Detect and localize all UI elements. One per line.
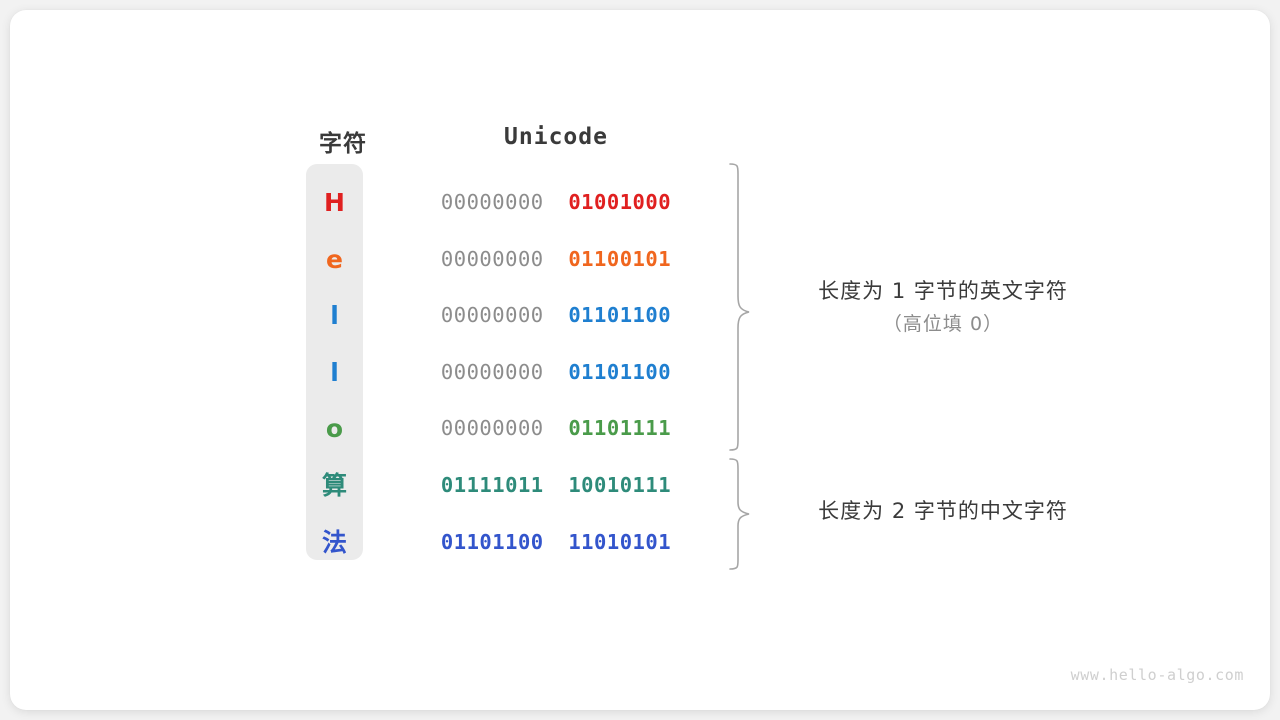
- row-unicode-bytes: 00000000 01101100: [416, 344, 696, 401]
- high-byte: 01101100: [440, 529, 544, 554]
- annotation-ascii-main: 长度为 1 字节的英文字符: [818, 279, 1068, 303]
- row-character: l: [330, 357, 339, 387]
- brace-ascii: [729, 163, 750, 451]
- low-byte: 01101100: [568, 359, 672, 384]
- site-watermark: www.hello-algo.com: [1070, 666, 1244, 684]
- high-byte: 00000000: [440, 416, 544, 441]
- low-byte: 01101111: [568, 416, 672, 441]
- row-character: e: [326, 244, 343, 274]
- low-byte: 11010101: [568, 529, 672, 554]
- byte-separator: [544, 247, 569, 271]
- byte-separator: [544, 190, 569, 214]
- row-unicode-bytes: 00000000 01101100: [416, 287, 696, 344]
- row-character: 算: [321, 471, 347, 500]
- high-byte: 00000000: [440, 190, 544, 214]
- byte-separator: [544, 530, 569, 554]
- byte-separator: [544, 416, 569, 440]
- annotation-cjk: 长度为 2 字节的中文字符: [772, 494, 1114, 528]
- low-byte: 01100101: [568, 246, 672, 271]
- low-byte: 01001000: [568, 190, 672, 214]
- annotation-cjk-main: 长度为 2 字节的中文字符: [818, 499, 1068, 523]
- row-character: o: [325, 414, 344, 444]
- row-unicode-bytes: 00000000 01101111: [416, 400, 696, 457]
- byte-separator: [544, 360, 569, 384]
- char-column-background: [306, 164, 363, 560]
- low-byte: 01101100: [568, 303, 672, 328]
- brace-cjk: [729, 458, 750, 570]
- low-byte: 10010111: [568, 473, 672, 497]
- row-unicode-bytes: 01111011 10010111: [416, 457, 696, 514]
- high-byte: 00000000: [440, 246, 544, 271]
- column-header-char: 字符: [319, 131, 367, 157]
- annotation-ascii-sub: （高位填 0）: [882, 313, 1004, 335]
- byte-separator: [544, 303, 569, 327]
- diagram-card: 字符 Unicode H 00000000 01001000 e 00000000 0…: [10, 10, 1270, 710]
- high-byte: 00000000: [440, 359, 544, 384]
- row-unicode-bytes: 01101100 11010101: [416, 514, 696, 571]
- column-header-unicode: Unicode: [504, 124, 608, 150]
- diagram-stage: 字符 Unicode H 00000000 01001000 e 00000000 0…: [10, 10, 1270, 710]
- byte-separator: [544, 473, 569, 497]
- row-character: l: [330, 301, 339, 331]
- high-byte: 01111011: [440, 473, 544, 497]
- row-unicode-bytes: 00000000 01001000: [416, 174, 696, 231]
- high-byte: 00000000: [440, 303, 544, 328]
- row-character: H: [324, 188, 345, 217]
- row-unicode-bytes: 00000000 01100101: [416, 231, 696, 288]
- annotation-ascii: 长度为 1 字节的英文字符 （高位填 0）: [772, 274, 1114, 340]
- row-character: 法: [321, 527, 347, 557]
